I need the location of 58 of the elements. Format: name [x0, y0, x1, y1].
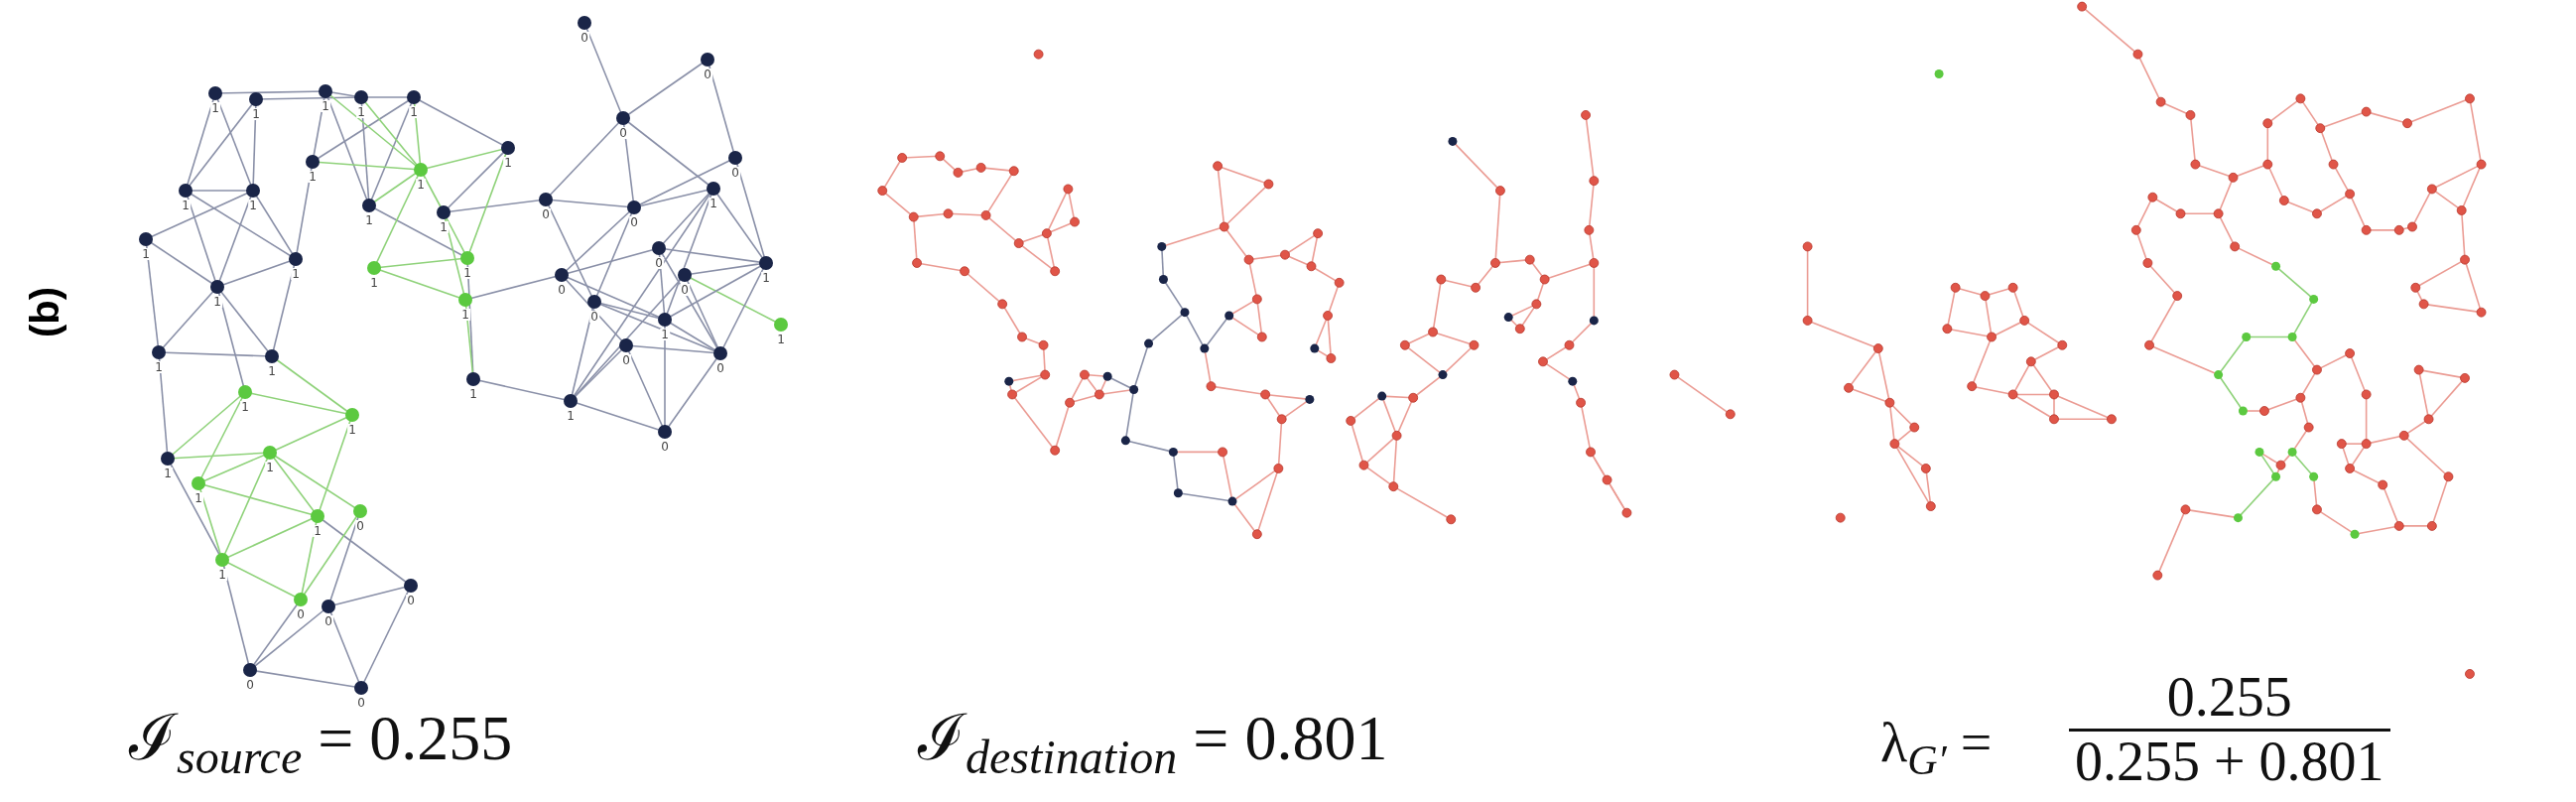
node-value-label: 1 [708, 198, 718, 209]
node-value-label: 0 [680, 284, 690, 296]
node-value-label: 1 [251, 108, 261, 120]
node-value-label: 1 [566, 410, 576, 422]
node-value-label: 1 [409, 106, 419, 118]
node-value-label: 1 [364, 214, 374, 226]
node-value-label: 1 [181, 200, 191, 211]
node-value-label: 1 [265, 462, 275, 473]
formula-text: ℐ$_{destination}$ = 0.801 [918, 707, 1388, 782]
node-value-label: 0 [580, 32, 589, 44]
node-value-label: 0 [296, 608, 306, 620]
node-value-label: 0 [355, 520, 365, 532]
node-value-label: 0 [629, 216, 639, 228]
node-value-label: 1 [460, 309, 470, 321]
node-value-label: 1 [503, 157, 513, 169]
node-value-label: 1 [416, 179, 426, 191]
node-value-label: 1 [347, 424, 357, 436]
node-value-label: 0 [557, 284, 567, 296]
node-value-label: 0 [618, 127, 628, 139]
node-value-label: 0 [730, 167, 740, 179]
node-value-label: 1 [468, 388, 478, 400]
node-value-label: 1 [291, 268, 301, 280]
denominator-text: 0.255 + 0.801 [2074, 731, 2385, 793]
node-value-label: 1 [308, 171, 318, 183]
node-value-label: 0 [541, 208, 551, 220]
node-value-label: 1 [660, 329, 670, 340]
node-value-label: 1 [212, 296, 222, 308]
formula-text: λ$_{G′}$ = [1880, 715, 1993, 781]
node-value-label: 1 [267, 365, 277, 377]
node-value-label: 0 [621, 354, 631, 366]
node-value-label: 1 [369, 277, 379, 289]
node-value-label: 0 [356, 697, 366, 709]
node-value-label: 0 [715, 362, 725, 374]
node-value-label: 1 [210, 102, 220, 114]
formula-text: ℐ$_{source}$ = 0.255 [129, 707, 513, 782]
node-value-label: 0 [654, 257, 664, 269]
node-value-label: 1 [439, 221, 449, 233]
node-value-label: 1 [163, 468, 173, 479]
numerator-text: 0.255 [2165, 667, 2293, 729]
node-value-label: 0 [406, 595, 416, 606]
node-value-label: 0 [660, 441, 670, 453]
node-value-label: 1 [321, 100, 330, 112]
node-value-label: 1 [462, 267, 472, 279]
node-value-label: 0 [245, 679, 255, 691]
node-value-label: 1 [217, 569, 227, 581]
node-value-label: 1 [776, 334, 786, 345]
node-value-label: 1 [761, 272, 771, 284]
node-value-label: 1 [313, 525, 322, 537]
node-value-label: 0 [703, 68, 712, 80]
node-value-label: 1 [356, 106, 366, 118]
node-value-label: 0 [323, 615, 333, 627]
node-value-label: 0 [589, 311, 599, 323]
node-value-label: 1 [141, 248, 151, 260]
panel-label: (b) [23, 286, 68, 338]
node-value-label: 1 [248, 200, 258, 211]
node-value-label: 1 [154, 361, 164, 373]
node-value-label: 1 [240, 401, 250, 413]
node-value-label: 1 [193, 492, 203, 504]
